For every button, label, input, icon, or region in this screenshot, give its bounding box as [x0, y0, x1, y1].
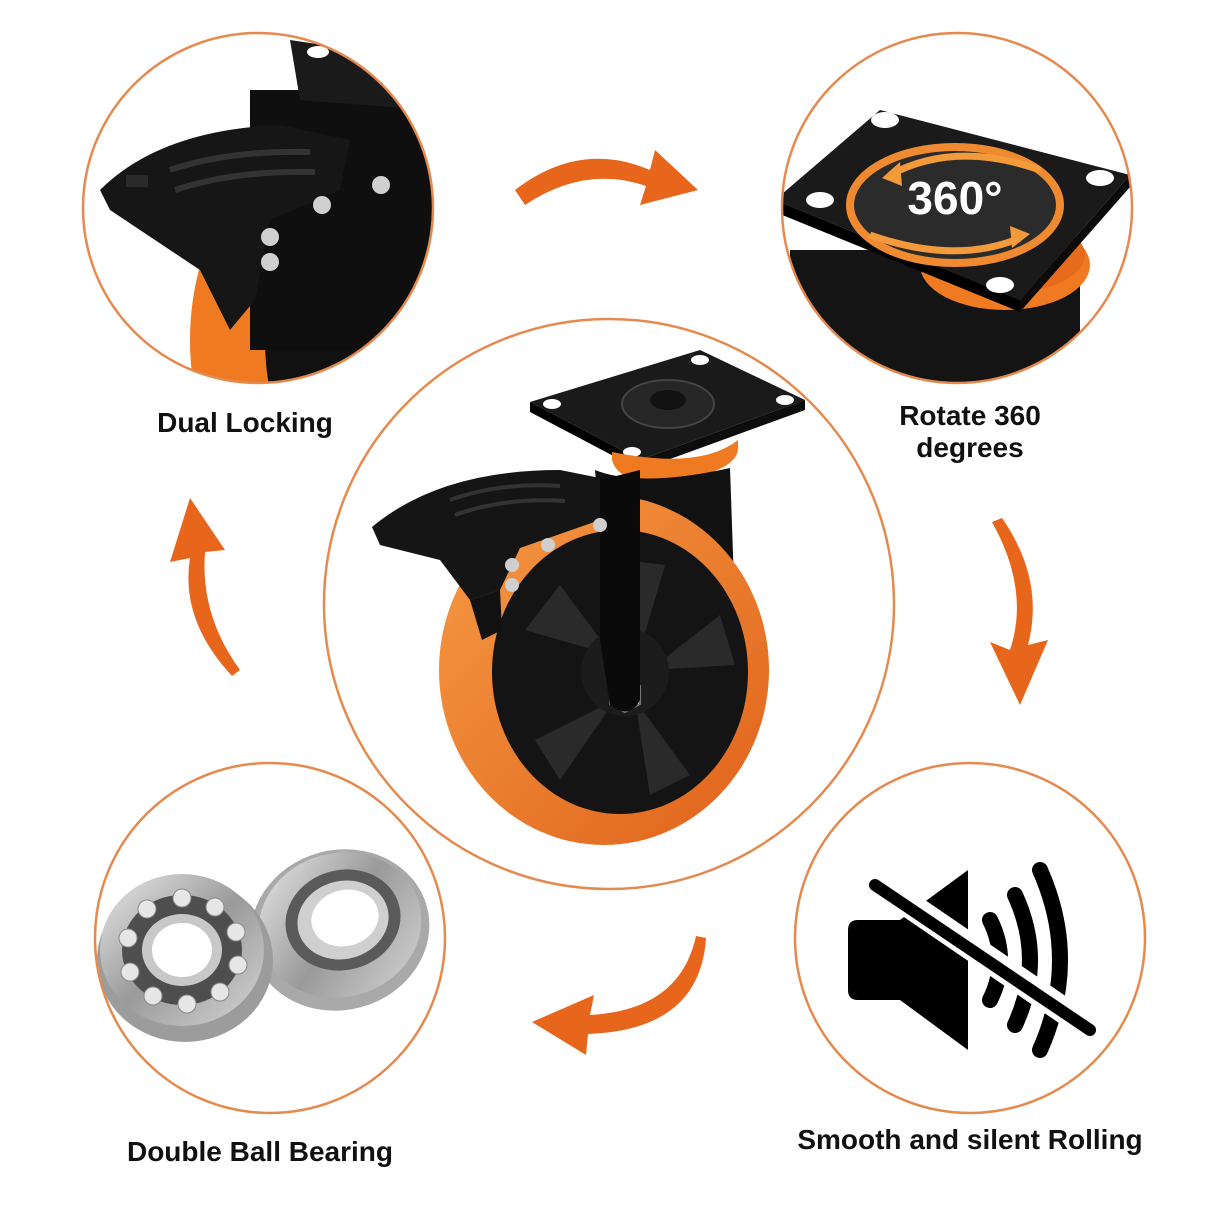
ball-bearings: [97, 849, 430, 1042]
arrow-top-right: [515, 150, 698, 205]
rotate-label-line2: degrees: [916, 432, 1024, 463]
muted-speaker-icon: [848, 862, 1098, 1058]
rotate-badge-360: 360°: [907, 172, 1002, 224]
center-caster-panel: [322, 317, 896, 891]
locking-circle-frame: [81, 31, 435, 385]
dual-locking-label: Dual Locking: [157, 407, 333, 438]
brake-pedal-closeup: [100, 40, 433, 383]
rotate-label-line1: Rotate 360: [899, 400, 1041, 431]
silent-panel: [793, 761, 1147, 1115]
arrow-bottom-left: [532, 936, 706, 1055]
rotate-panel: 360°: [780, 31, 1134, 385]
locking-panel: [81, 31, 435, 385]
smooth-silent-rolling-label: Smooth and silent Rolling: [797, 1124, 1143, 1155]
bearing-circle-frame: [93, 761, 447, 1115]
arrow-right-down: [990, 518, 1048, 705]
swivel-caster-wheel-with-brake: [372, 350, 805, 845]
rotate-circle-frame: [780, 31, 1134, 385]
rotate-360-label: Rotate 360 degrees: [840, 400, 1100, 464]
swivel-plate-closeup: 360°: [782, 110, 1130, 383]
bearing-panel: [93, 761, 447, 1115]
double-ball-bearing-label: Double Ball Bearing: [126, 1136, 394, 1167]
arrow-left-up: [170, 498, 240, 676]
